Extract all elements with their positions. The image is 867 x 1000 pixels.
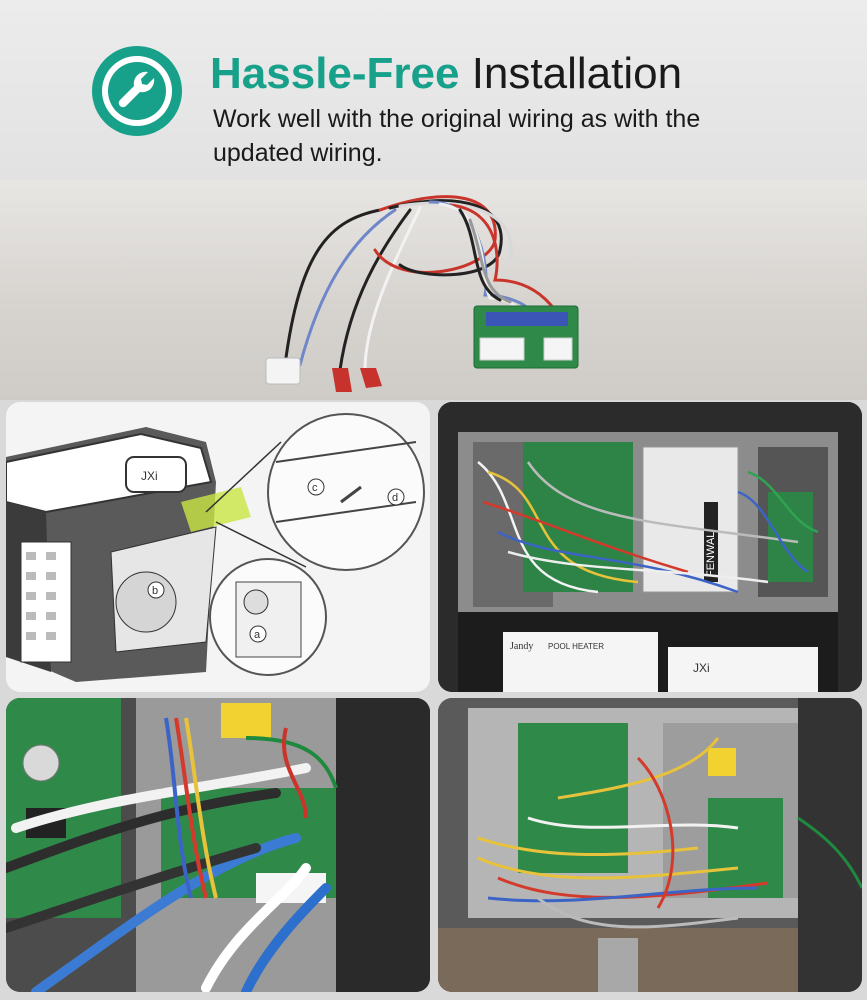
product-label-plate: POOL HEATER: [548, 642, 604, 651]
brand-label: JXi: [141, 469, 158, 483]
callout-d: d: [392, 492, 398, 504]
heater-interior-photo-tile: FENWAL Jandy POOL HEATER JXi: [438, 402, 862, 692]
header-banner: Hassle-Free Installation Work well with …: [0, 0, 867, 180]
callout-c: c: [312, 482, 318, 494]
page-title: Hassle-Free Installation: [210, 49, 683, 98]
wiring-photo-tile: [438, 698, 862, 992]
page-subtitle: Work well with the original wiring as wi…: [213, 105, 701, 167]
hero-harness-photo: [0, 180, 867, 400]
brand-label-plate: Jandy: [510, 641, 533, 652]
board-closeup-photo-tile: [6, 698, 430, 992]
wrench-icon: [92, 46, 182, 136]
callout-a: a: [254, 629, 261, 641]
controller-label: FENWAL: [705, 532, 717, 577]
callout-b: b: [152, 585, 158, 597]
model-label-plate: JXi: [693, 661, 710, 675]
installation-diagram-tile: JXi c d a b: [6, 402, 430, 692]
